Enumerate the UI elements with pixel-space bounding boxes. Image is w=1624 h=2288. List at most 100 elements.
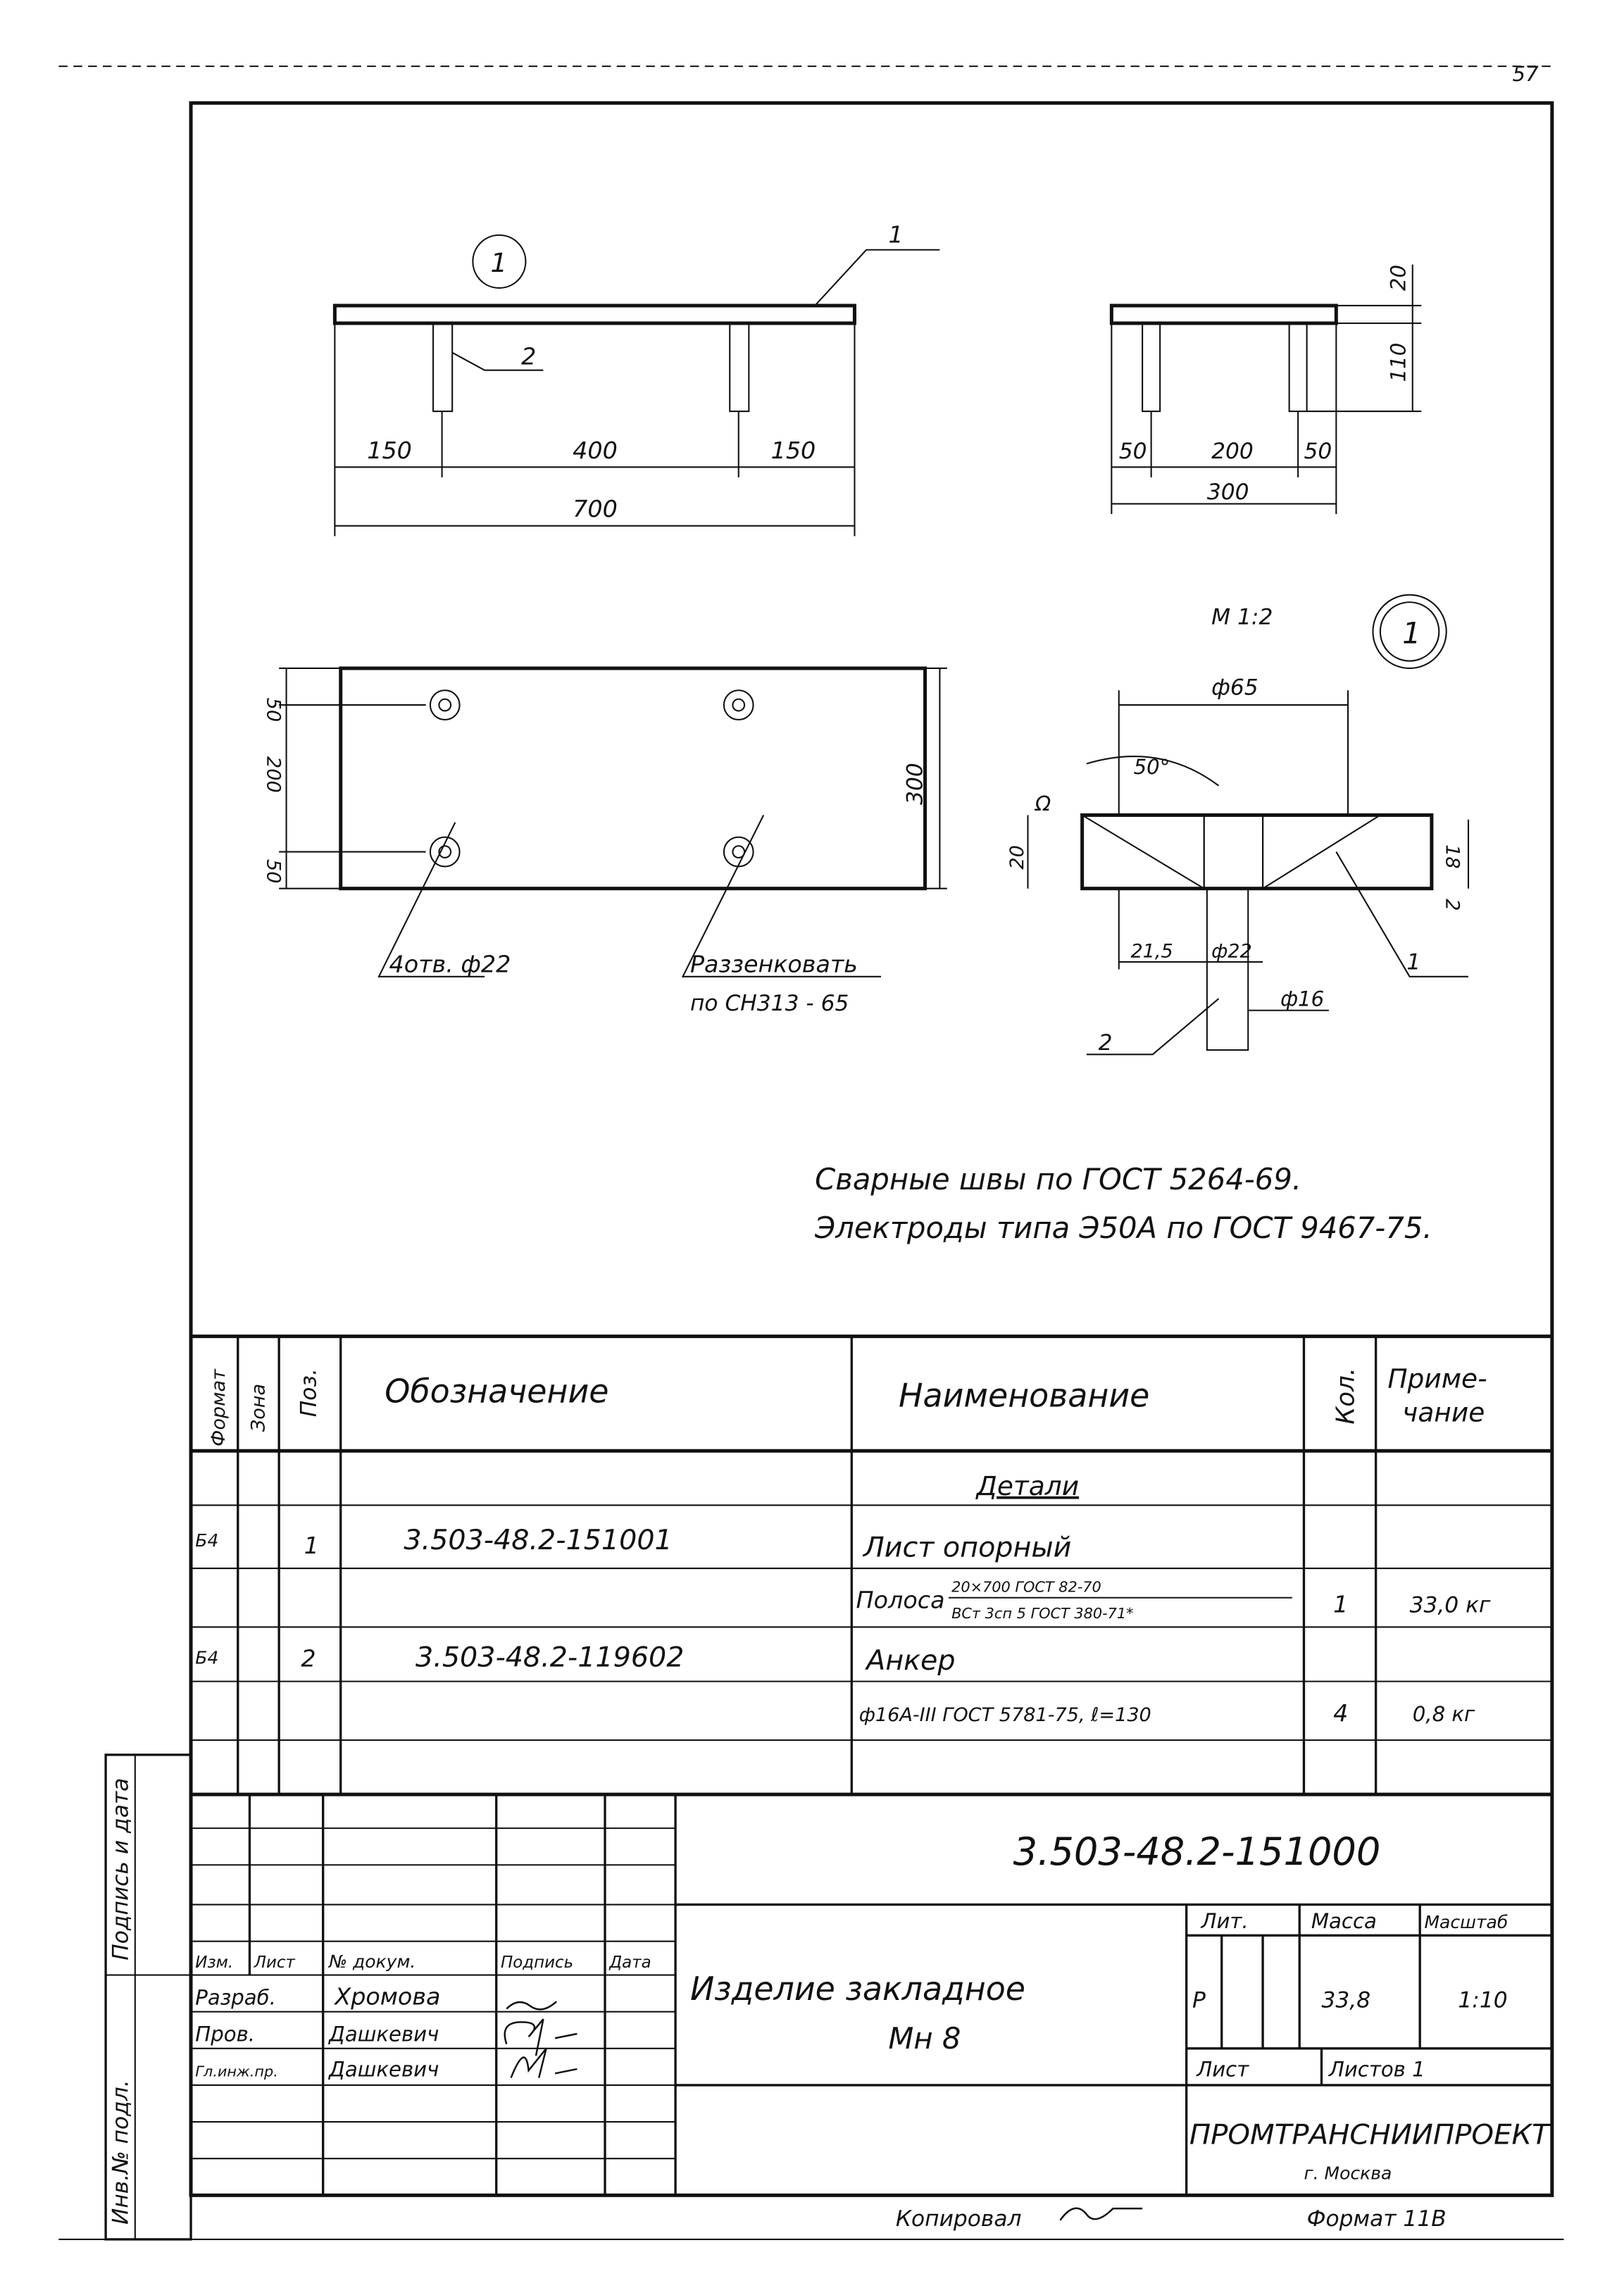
svg-text:Б4: Б4 bbox=[195, 1648, 218, 1668]
header-zone: Зона bbox=[247, 1384, 269, 1432]
plate-outline bbox=[339, 666, 927, 891]
dim-label: 50 bbox=[1304, 439, 1332, 464]
organization-city: г. Москва bbox=[1304, 2163, 1392, 2183]
leader-label: 2 bbox=[1099, 1030, 1113, 1056]
product-mark: Мн 8 bbox=[888, 2021, 961, 2056]
dim-label: 2 bbox=[1442, 899, 1463, 911]
table-row: Полоса 20×700 ГОСТ 82-70 ВСт 3сп 5 ГОСТ … bbox=[856, 1578, 1491, 1622]
svg-text:3.503-48.2-119602: 3.503-48.2-119602 bbox=[416, 1642, 684, 1674]
dim-label: 18 bbox=[1442, 844, 1463, 868]
dim-label: 400 bbox=[573, 437, 618, 464]
leader-label: 2 bbox=[521, 342, 536, 370]
welding-note: Сварные швы по ГОСТ 5264-69. bbox=[815, 1162, 1301, 1196]
leader-label: 1 bbox=[888, 220, 903, 248]
lit-label: Лит. bbox=[1201, 1909, 1249, 1933]
title-block: Подпись и дата Инв.№ подл. Изм. Лист № д… bbox=[104, 1753, 1552, 2241]
leader-line bbox=[814, 249, 940, 306]
plate bbox=[332, 304, 856, 325]
svg-text:2: 2 bbox=[301, 1645, 316, 1673]
role-label: Разраб. bbox=[195, 1985, 276, 2009]
format-label: Формат 11В bbox=[1307, 2206, 1447, 2232]
angle-label: 50° bbox=[1134, 755, 1170, 779]
anchor bbox=[432, 322, 454, 413]
person-name: Дашкевич bbox=[327, 2022, 439, 2046]
rev-header: № докум. bbox=[327, 1951, 416, 1972]
side-strip bbox=[104, 1753, 192, 2241]
organization-name: ПРОМТРАНСНИИПРОЕКТ bbox=[1189, 2118, 1551, 2151]
plate-section bbox=[1080, 813, 1434, 891]
side-label: Подпись и дата bbox=[108, 1778, 133, 1961]
dim-label: 300 bbox=[1207, 480, 1249, 505]
gap-label: Ω bbox=[1035, 792, 1051, 815]
callout-label: 1 bbox=[1402, 616, 1421, 651]
page-number: 57 bbox=[1513, 62, 1539, 86]
header-name: Наименование bbox=[899, 1377, 1149, 1415]
callout-circle bbox=[472, 234, 527, 289]
sheet-label: Лист bbox=[1196, 2057, 1249, 2081]
dim-label: 20 bbox=[1386, 265, 1410, 291]
mass-label: Масса bbox=[1311, 1909, 1377, 1933]
svg-text:20×700 ГОСТ 82-70: 20×700 ГОСТ 82-70 bbox=[951, 1578, 1101, 1595]
header-designation: Обозначение bbox=[385, 1372, 608, 1410]
dim-label: 50 bbox=[262, 698, 284, 722]
anchor bbox=[1142, 322, 1161, 413]
svg-text:Б4: Б4 bbox=[195, 1530, 218, 1551]
anchor-section bbox=[1206, 887, 1249, 1051]
header-qty: Кол. bbox=[1331, 1368, 1360, 1425]
rev-header: Подпись bbox=[501, 1953, 573, 1972]
section-title: Детали bbox=[975, 1470, 1080, 1501]
lit-value: Р bbox=[1192, 1987, 1206, 2013]
dim-label: 21,5 bbox=[1130, 941, 1173, 963]
role-label: Гл.инж.пр. bbox=[195, 2063, 278, 2080]
svg-text:ВСт 3сп 5 ГОСТ 380-71*: ВСт 3сп 5 ГОСТ 380-71* bbox=[951, 1605, 1133, 1622]
person-name: Хромова bbox=[333, 1982, 440, 2010]
signature bbox=[504, 2001, 577, 2079]
mass-value: 33,8 bbox=[1321, 1987, 1370, 2013]
scale-label: М 1:2 bbox=[1211, 604, 1273, 630]
svg-text:Анкер: Анкер bbox=[864, 1644, 955, 1677]
svg-text:3.503-48.2-151001: 3.503-48.2-151001 bbox=[404, 1524, 672, 1556]
role-label: Пров. bbox=[195, 2022, 255, 2046]
copied-by-label: Копировал bbox=[896, 2206, 1022, 2232]
anchor bbox=[1288, 322, 1308, 413]
dim-label: 200 bbox=[262, 756, 284, 793]
countersink-note: по СН313 - 65 bbox=[690, 991, 849, 1016]
dim-label: 20 bbox=[1006, 845, 1028, 869]
dim-label: ф22 bbox=[1211, 941, 1252, 963]
document-number: 3.503-48.2-151000 bbox=[1013, 1830, 1381, 1874]
dim-label: 150 bbox=[771, 437, 816, 464]
svg-text:0,8 кг: 0,8 кг bbox=[1413, 1702, 1475, 1726]
rev-header: Изм. bbox=[195, 1953, 233, 1972]
rev-header: Лист bbox=[254, 1953, 296, 1972]
scale-label: Масштаб bbox=[1424, 1912, 1508, 1932]
person-name: Дашкевич bbox=[327, 2057, 439, 2081]
svg-text:ф16А-III ГОСТ 5781-75, ℓ=130: ф16А-III ГОСТ 5781-75, ℓ=130 bbox=[859, 1704, 1151, 1726]
dim-label: ф65 bbox=[1211, 675, 1258, 700]
side-label: Инв.№ подл. bbox=[108, 2080, 133, 2225]
plate bbox=[1109, 304, 1338, 325]
copier-signature bbox=[1059, 2207, 1143, 2221]
svg-text:Полоса: Полоса bbox=[856, 1586, 945, 1613]
header-note: чание bbox=[1402, 1397, 1485, 1428]
dim-label: 300 bbox=[902, 763, 927, 805]
sheet-frame bbox=[189, 101, 1554, 2197]
header-note: Приме- bbox=[1387, 1363, 1487, 1394]
callout-label: 1 bbox=[490, 247, 507, 278]
electrode-note: Электроды типа Э50А по ГОСТ 9467-75. bbox=[814, 1211, 1432, 1245]
rev-header: Дата bbox=[608, 1953, 651, 1972]
table-row: Б4 1 3.503-48.2-151001 Лист опорный bbox=[195, 1524, 1071, 1563]
scale-value: 1:10 bbox=[1458, 1987, 1507, 2013]
svg-text:1: 1 bbox=[1333, 1591, 1348, 1618]
table-row: Б4 2 3.503-48.2-119602 Анкер bbox=[195, 1642, 955, 1677]
countersink-note: Раззенковать bbox=[690, 951, 858, 978]
svg-text:1: 1 bbox=[304, 1532, 319, 1559]
dim-label: 50 bbox=[262, 859, 284, 883]
anchor bbox=[729, 322, 750, 413]
front-view: 1 1 2 150 400 150 700 bbox=[332, 220, 940, 537]
dim-label: 150 bbox=[367, 437, 412, 464]
detail-view: М 1:2 1 ф65 50° Ω 20 18 2 21,5 ф22 ф16 1… bbox=[1006, 594, 1470, 1056]
dim-label: ф16 bbox=[1280, 987, 1324, 1011]
specification-table: Формат Зона Поз. Обозначение Наименовани… bbox=[191, 1334, 1552, 1795]
dim-label: 110 bbox=[1386, 343, 1410, 382]
